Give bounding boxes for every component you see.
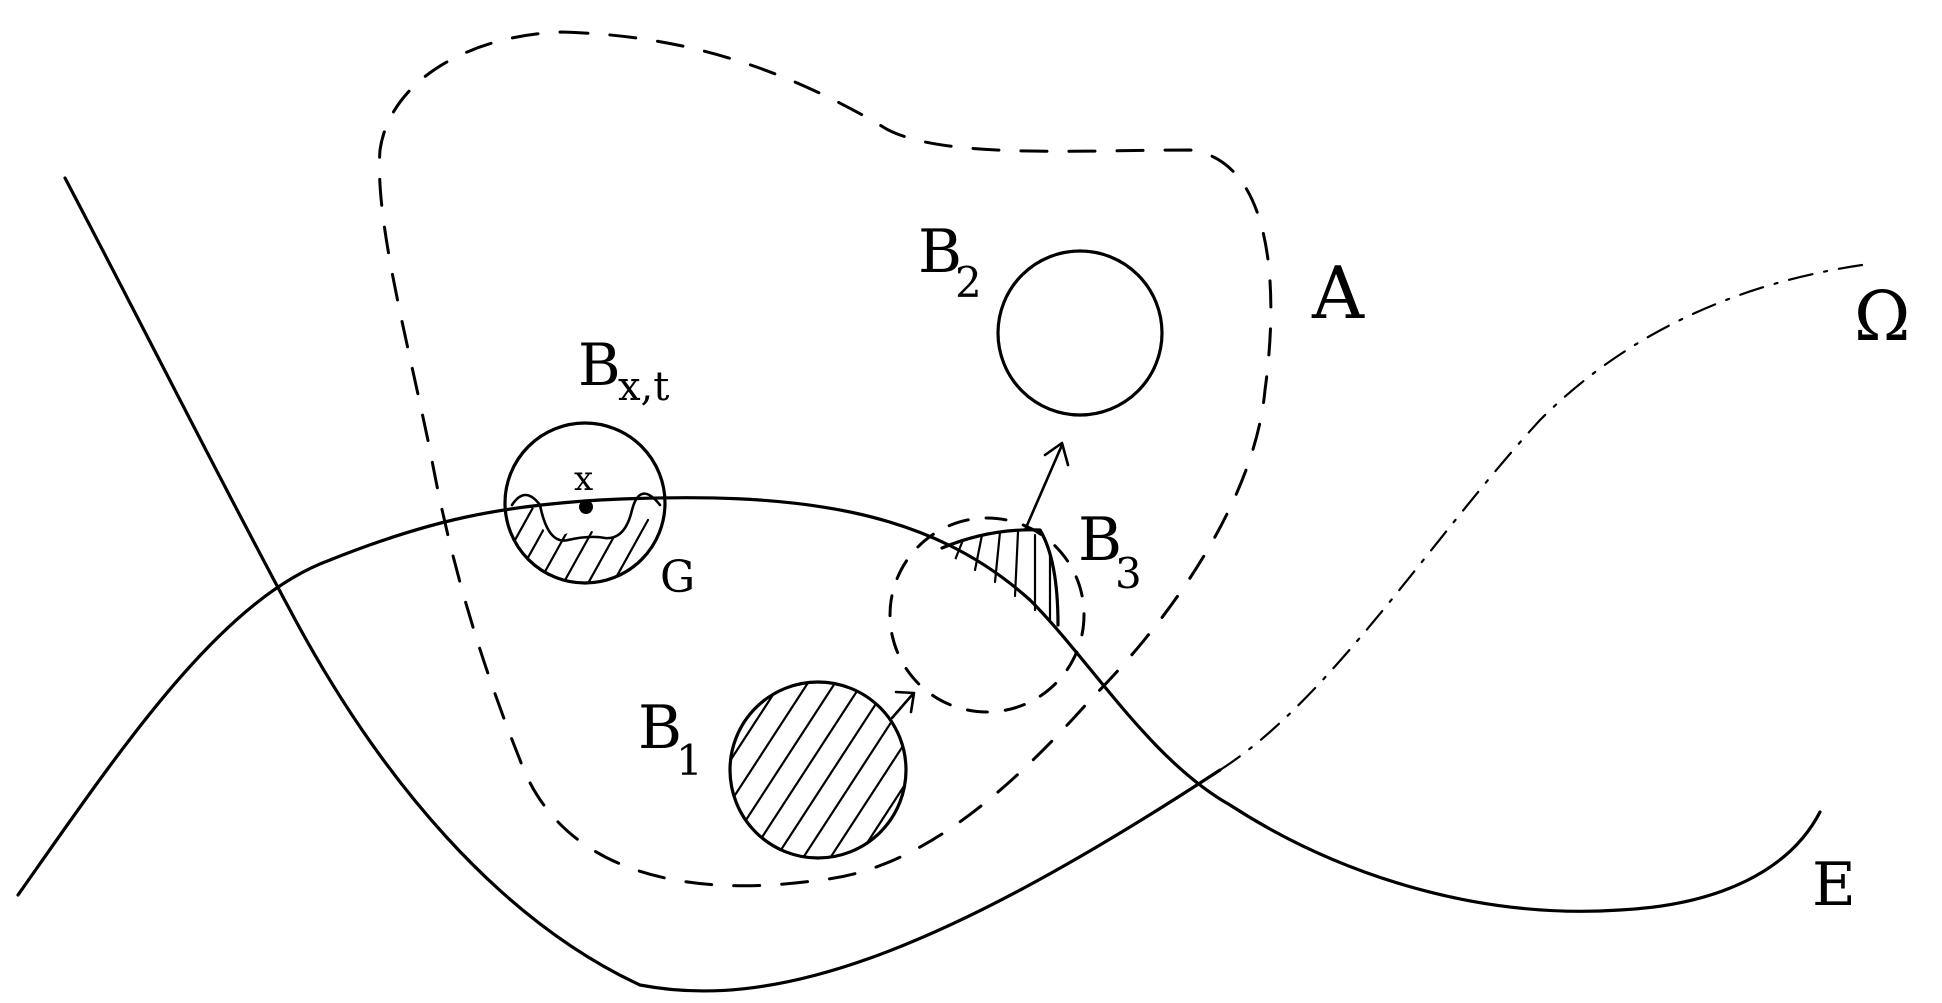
ball-b2 xyxy=(996,249,1164,417)
label-ball-b1: B 1 xyxy=(638,693,703,785)
curve-e xyxy=(16,496,1822,913)
label-ball-b2: B 2 xyxy=(918,217,982,307)
label-ball-bxt: B x,t xyxy=(578,331,669,410)
svg-text:3: 3 xyxy=(1115,549,1142,598)
region-g-boundary xyxy=(510,492,662,542)
omega-left-boundary xyxy=(63,176,1222,993)
arrow-b1-to-b3 xyxy=(890,690,916,720)
label-ball-b3: B 3 xyxy=(1078,505,1142,598)
svg-text:B: B xyxy=(918,217,962,287)
arrow-b3-to-b2 xyxy=(1023,441,1070,532)
label-region-g: G xyxy=(660,552,695,603)
ball-b1-group xyxy=(728,680,908,860)
ball-b3-group xyxy=(888,516,1086,714)
label-set-a: A xyxy=(1311,251,1365,335)
omega-right-boundary xyxy=(1218,263,1864,772)
svg-text:B: B xyxy=(578,331,621,399)
ball-bxt xyxy=(503,421,667,585)
ball-b1 xyxy=(728,680,908,860)
svg-text:B: B xyxy=(1078,505,1122,575)
ball-b3 xyxy=(888,516,1086,714)
set-a-boundary xyxy=(377,30,1273,888)
label-point-x: x xyxy=(574,459,593,499)
point-x-dot xyxy=(579,500,593,514)
svg-text:B: B xyxy=(638,693,682,763)
svg-text:x,t: x,t xyxy=(618,364,669,410)
svg-text:2: 2 xyxy=(955,258,982,307)
label-region-omega: Ω xyxy=(1854,278,1910,357)
label-curve-e: E xyxy=(1812,850,1856,920)
svg-text:1: 1 xyxy=(676,736,703,785)
